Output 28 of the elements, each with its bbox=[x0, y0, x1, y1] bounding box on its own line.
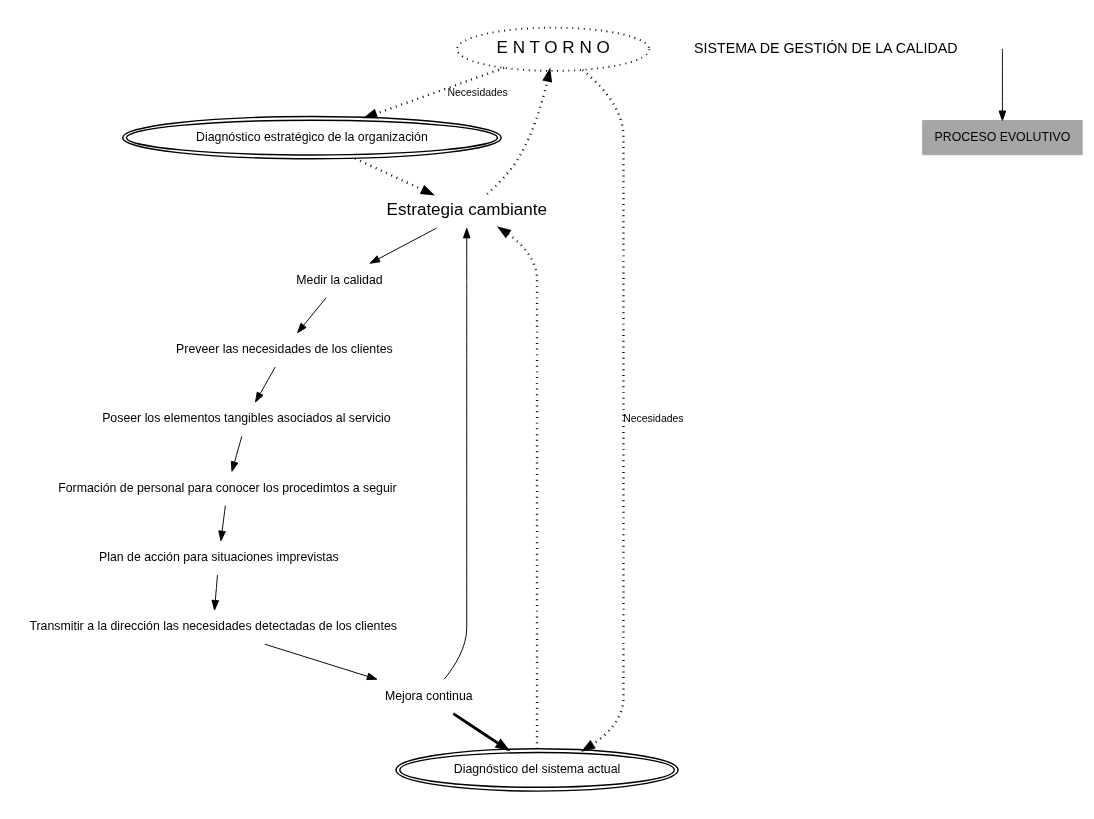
arrow bbox=[255, 366, 276, 403]
arrow bbox=[998, 49, 1007, 121]
node-text: Poseer los elementos tangibles asociados al servicio bbox=[102, 411, 391, 426]
node-text: Medir la calidad bbox=[296, 272, 383, 287]
arrow bbox=[297, 297, 327, 334]
node-text: Preveer las necesidades de los clientes bbox=[176, 342, 393, 357]
edge-label: Necesidades bbox=[447, 87, 508, 99]
arrow bbox=[496, 226, 539, 749]
edge-label: Necesidades bbox=[623, 412, 684, 424]
arrow bbox=[264, 643, 378, 681]
node-text: Estrategia cambiante bbox=[386, 200, 547, 220]
arrow bbox=[230, 435, 243, 472]
arrow bbox=[452, 712, 511, 752]
arrow bbox=[443, 227, 471, 680]
arrow bbox=[363, 66, 505, 119]
arrow bbox=[486, 67, 553, 195]
node-box: PROCESO EVOLUTIVO bbox=[922, 120, 1083, 156]
node-text: Formación de personal para conocer los procedimtos a seguir bbox=[58, 480, 397, 495]
arrow bbox=[211, 574, 220, 611]
arrow bbox=[354, 157, 435, 196]
node-text: Mejora continua bbox=[384, 688, 473, 703]
arrow bbox=[369, 227, 437, 264]
arrow bbox=[218, 505, 226, 542]
node-text: Transmitir a la dirección las necesidades detectadas de los clientes bbox=[29, 619, 397, 634]
node-ellipse: E N T O R N O bbox=[456, 26, 651, 72]
node-text: SISTEMA DE GESTIÓN DE LA CALIDAD bbox=[694, 39, 958, 56]
arrow bbox=[581, 69, 625, 752]
node-text: Plan de acción para situaciones imprevistas bbox=[98, 550, 339, 565]
